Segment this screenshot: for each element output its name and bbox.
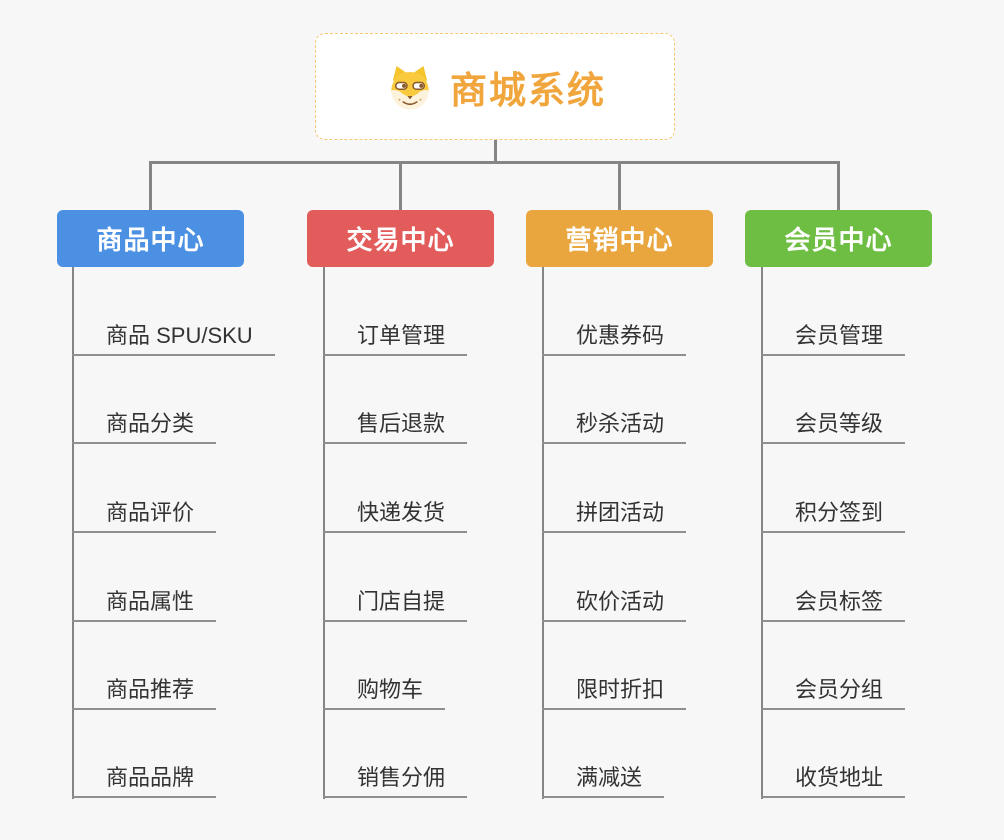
branch-product-center[interactable]: 商品中心 (57, 210, 244, 267)
branch-member-center[interactable]: 会员中心 (745, 210, 932, 267)
branch-trade-center[interactable]: 交易中心 (307, 210, 494, 267)
connector-drop-1 (149, 161, 152, 210)
branch-label: 营销中心 (565, 225, 674, 255)
leaf-node[interactable]: 积分签到 (761, 498, 906, 533)
trunk-column-2 (323, 267, 325, 799)
leaf-node[interactable]: 商品评价 (72, 498, 217, 533)
leaf-node[interactable]: 会员标签 (761, 587, 906, 622)
leaf-node[interactable]: 会员等级 (761, 409, 906, 444)
leaf-node[interactable]: 商品属性 (72, 587, 217, 622)
trunk-column-3 (542, 267, 544, 799)
trunk-column-1 (72, 267, 74, 799)
branch-label: 会员中心 (784, 225, 893, 255)
leaf-node[interactable]: 商品 SPU/SKU (72, 321, 275, 356)
branch-marketing-center[interactable]: 营销中心 (526, 210, 713, 267)
connector-drop-4 (837, 161, 840, 210)
leaf-node[interactable]: 会员分组 (761, 675, 906, 710)
trunk-column-4 (761, 267, 763, 799)
leaf-node[interactable]: 购物车 (323, 675, 446, 710)
connector-root-stub (494, 140, 497, 163)
dog-face-icon (384, 63, 436, 111)
branch-label: 交易中心 (346, 225, 455, 255)
leaf-node[interactable]: 会员管理 (761, 321, 906, 356)
leaf-node[interactable]: 秒杀活动 (542, 409, 687, 444)
connector-drop-3 (618, 161, 621, 210)
root-title: 商城系统 (450, 69, 606, 111)
leaf-node[interactable]: 限时折扣 (542, 675, 687, 710)
leaf-node[interactable]: 拼团活动 (542, 498, 687, 533)
leaf-node[interactable]: 门店自提 (323, 587, 468, 622)
leaf-node[interactable]: 商品品牌 (72, 763, 217, 798)
leaf-node[interactable]: 销售分佣 (323, 763, 468, 798)
leaf-node[interactable]: 商品分类 (72, 409, 217, 444)
root-node[interactable]: 商城系统 (315, 33, 675, 140)
leaf-node[interactable]: 快递发货 (323, 498, 468, 533)
connector-bus (149, 161, 840, 164)
leaf-node[interactable]: 订单管理 (323, 321, 468, 356)
leaf-node[interactable]: 砍价活动 (542, 587, 687, 622)
connector-drop-2 (399, 161, 402, 210)
branch-label: 商品中心 (96, 225, 205, 255)
leaf-node[interactable]: 优惠券码 (542, 321, 687, 356)
leaf-node[interactable]: 商品推荐 (72, 675, 217, 710)
leaf-node[interactable]: 收货地址 (761, 763, 906, 798)
leaf-node[interactable]: 满减送 (542, 763, 665, 798)
leaf-node[interactable]: 售后退款 (323, 409, 468, 444)
